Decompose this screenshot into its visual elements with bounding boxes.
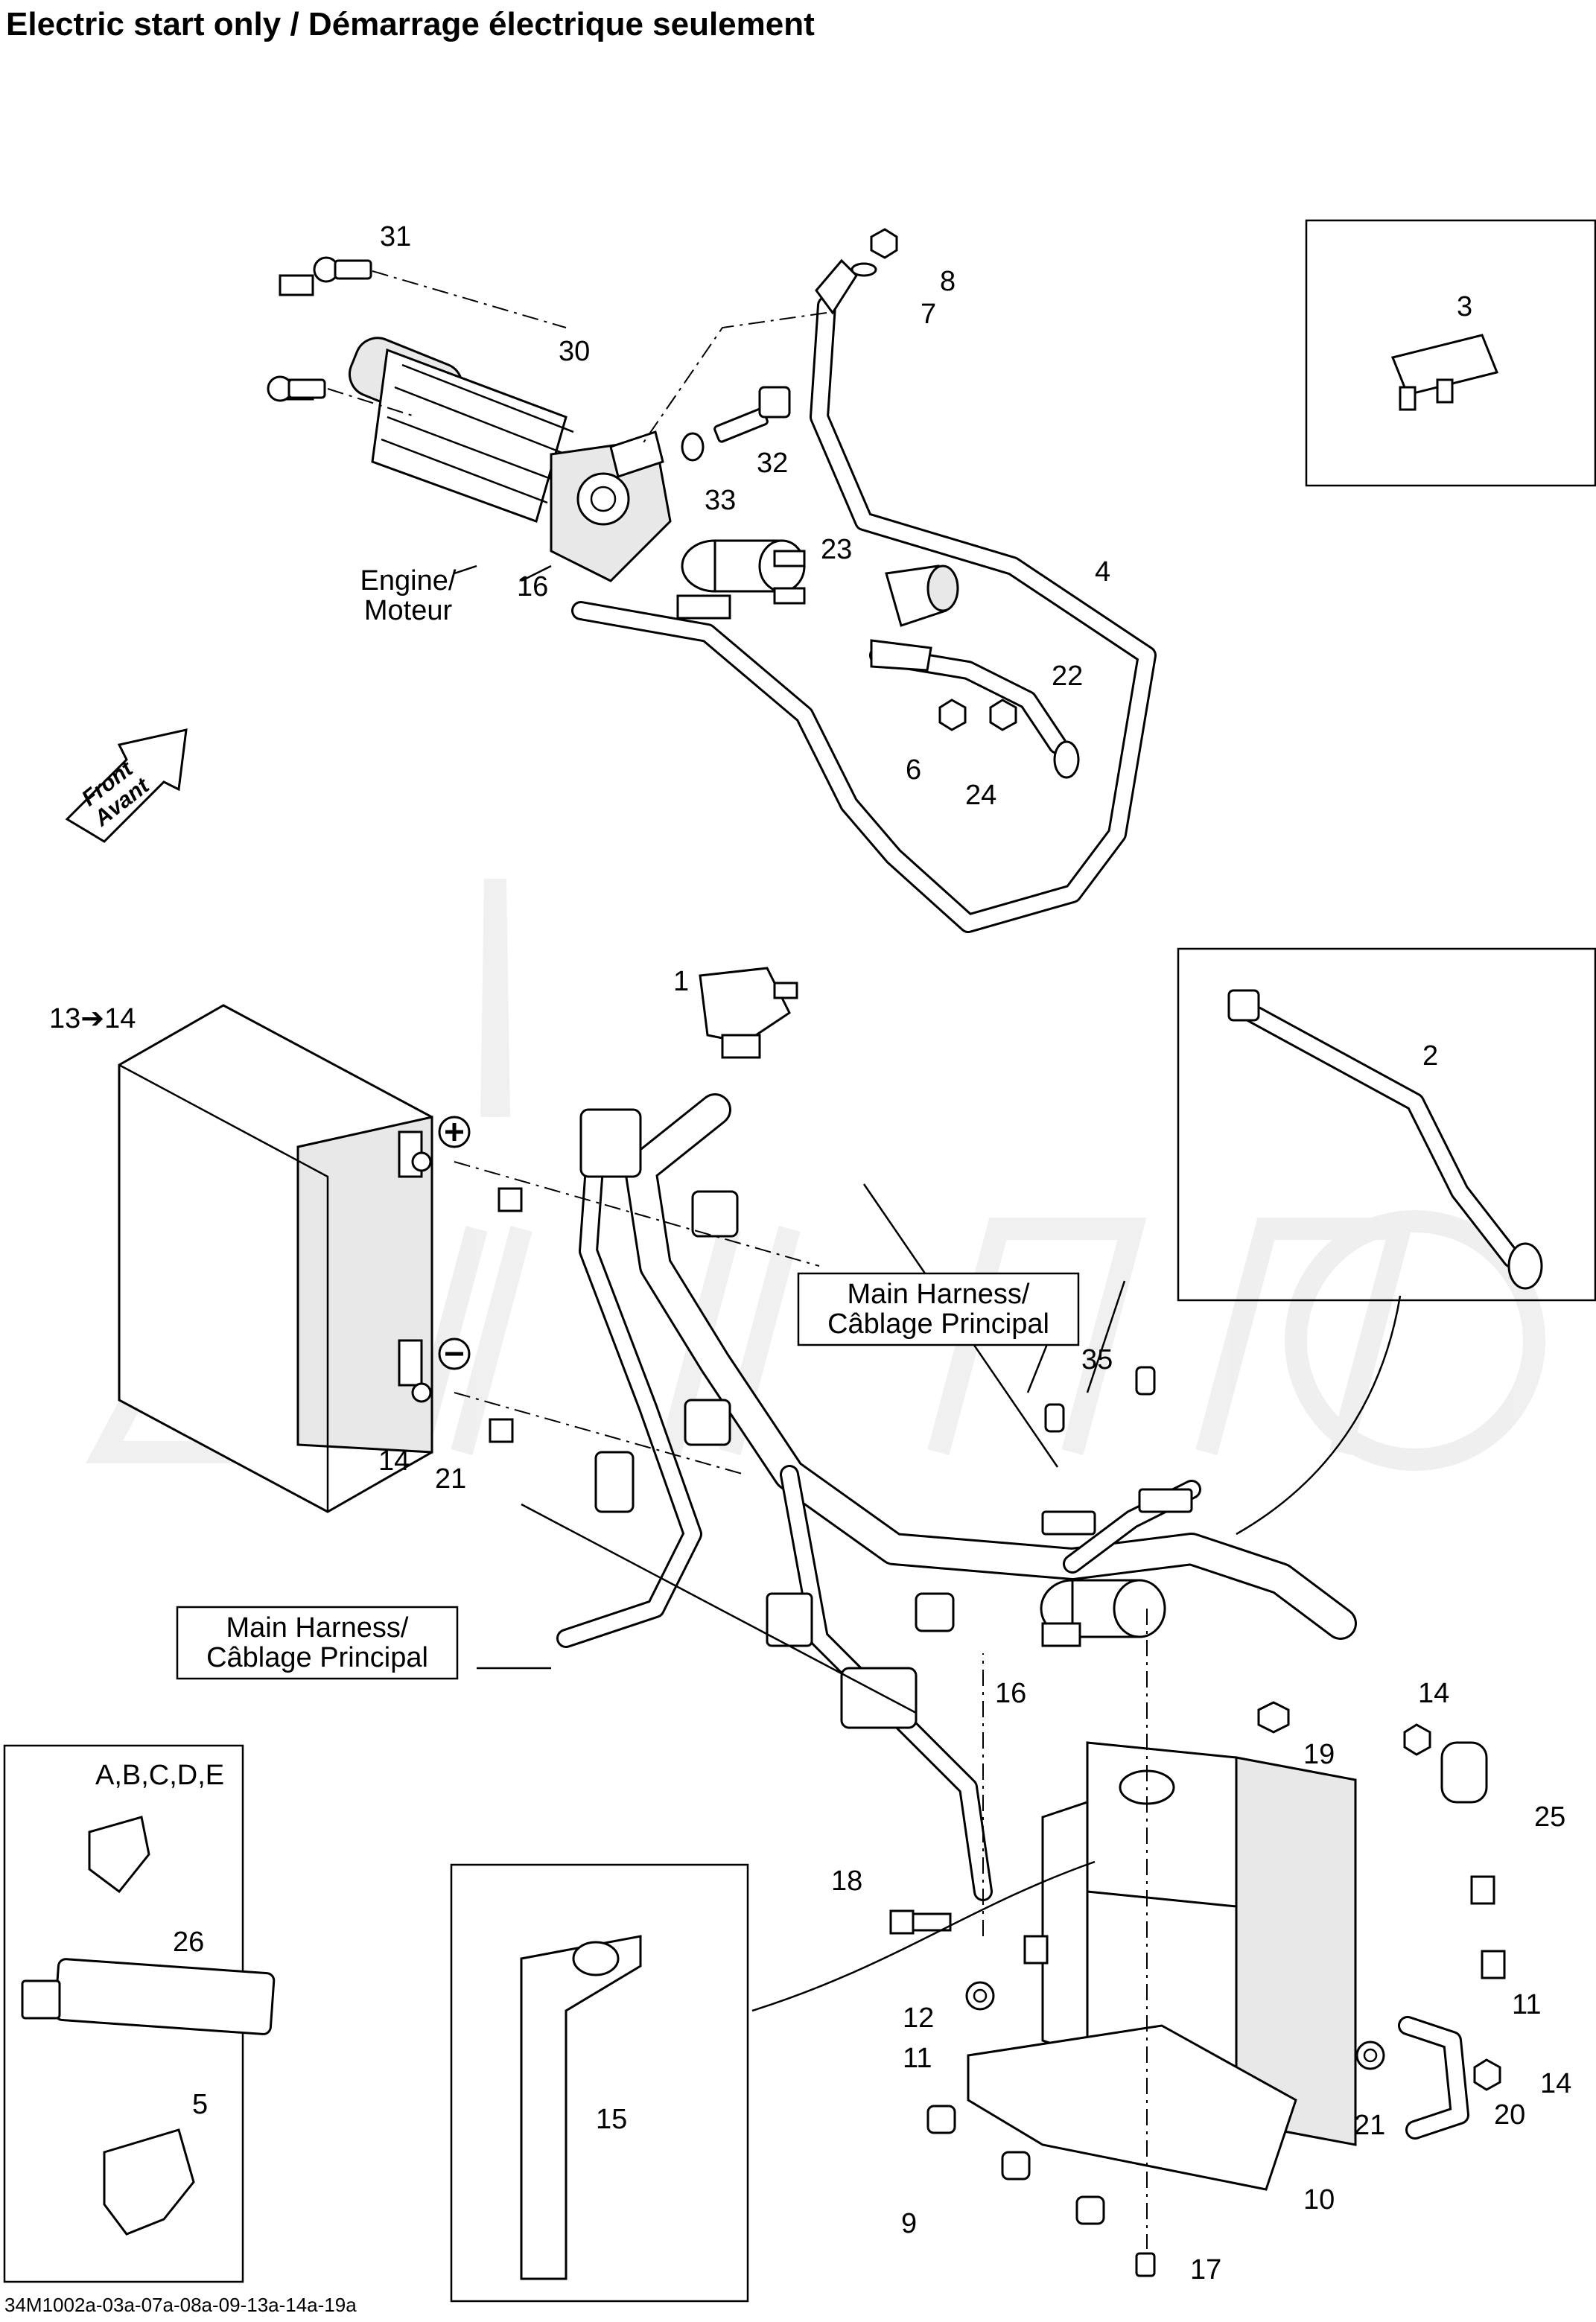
callout-26: 26 <box>173 1927 204 1958</box>
engine-label: Engine/Moteur <box>360 565 457 626</box>
callout-12: 12 <box>903 2003 934 2034</box>
bolt-31 <box>267 256 372 402</box>
minus-terminal-icon <box>438 1337 471 1370</box>
diagram-title: Electric start only / Démarrage électriq… <box>6 6 815 42</box>
bolt-32 <box>681 386 791 462</box>
callout-1: 1 <box>673 966 689 997</box>
callout-33: 33 <box>705 485 736 516</box>
diagram-code: 34M1002a-03a-07a-08a-09-13a-14a-19a <box>4 2294 357 2316</box>
cable-20 <box>1398 2016 1469 2140</box>
engine-label-text: Engine/Moteur <box>360 565 457 626</box>
callout-16: 16 <box>517 571 548 602</box>
fuse-holder-35 <box>1044 1366 1156 1433</box>
screw-17 <box>1135 2252 1156 2277</box>
callout-6: 6 <box>906 754 921 786</box>
battery-tray-10 <box>967 1741 1357 2191</box>
square-nut-21 <box>489 1187 523 1443</box>
callout-5: 5 <box>192 2089 208 2120</box>
callout-23: 23 <box>821 534 852 565</box>
callout-15: 15 <box>596 2104 627 2135</box>
grease-tube-26 <box>21 1958 276 2035</box>
vent-25 <box>1440 1741 1488 1804</box>
callout-9: 9 <box>901 2208 917 2239</box>
main-harness <box>556 1093 1357 1901</box>
callout-30: 30 <box>559 336 590 367</box>
callout-14b: 14 <box>1418 1678 1449 1709</box>
callout-18: 18 <box>831 1865 862 1897</box>
plus-terminal-icon <box>438 1116 471 1148</box>
callout-17: 17 <box>1190 2254 1221 2286</box>
callout-25: 25 <box>1534 1801 1565 1833</box>
bolt-18 <box>889 1909 952 1935</box>
inset-fuse-box <box>1305 219 1596 487</box>
star-washer-21 <box>1355 2041 1385 2070</box>
callout-21b: 21 <box>1354 2110 1385 2141</box>
callout-32: 32 <box>757 448 788 479</box>
tape-list-label: A,B,C,D,E <box>95 1760 224 1791</box>
callout-2: 2 <box>1422 1040 1438 1072</box>
callout-11b: 11 <box>1512 1989 1541 2020</box>
callout-35: 35 <box>1081 1344 1113 1375</box>
callout-19: 19 <box>1303 1739 1335 1770</box>
nut-19 <box>1257 1701 1290 1734</box>
nut-24 <box>989 699 1017 731</box>
bracket-15 <box>520 1935 642 2280</box>
nut-6 <box>938 699 967 731</box>
callout-7: 7 <box>921 299 936 330</box>
nut-14 <box>1403 1723 1501 2091</box>
inset-cable-box <box>1177 947 1596 1302</box>
callout-21: 21 <box>435 1463 466 1495</box>
starter-solenoid-16 <box>676 539 806 620</box>
grommet-9 <box>926 2105 1105 2225</box>
clip-5 <box>103 2128 195 2236</box>
main-harness-label-2: Main Harness/Câblage Principal <box>176 1606 459 1680</box>
relay-1 <box>699 967 798 1059</box>
callout-14c: 14 <box>1540 2068 1571 2099</box>
star-washer-12 <box>965 1981 995 2011</box>
callout-20: 20 <box>1494 2099 1525 2131</box>
nut-8 <box>851 228 898 277</box>
callout-3: 3 <box>1457 291 1472 322</box>
main-harness-label-2-text: Main Harness/Câblage Principal <box>206 1612 428 1673</box>
inset-bracket-box <box>450 1863 749 2303</box>
tie-clip-abcde <box>88 1816 150 1894</box>
cable-22 <box>869 639 1080 779</box>
fuse-3 <box>1390 334 1499 411</box>
starter-solenoid-16-lower <box>1040 1579 1166 1647</box>
cable-4 <box>571 258 1157 933</box>
callout-22: 22 <box>1052 661 1083 692</box>
callout-10: 10 <box>1303 2184 1335 2216</box>
callout-4: 4 <box>1095 556 1110 588</box>
callout-16b: 16 <box>995 1678 1026 1709</box>
bolt-11 <box>1023 1875 1506 1979</box>
callout-31: 31 <box>380 221 411 252</box>
main-harness-label-1: Main Harness/Câblage Principal <box>797 1272 1080 1346</box>
main-harness-label-1-text: Main Harness/Câblage Principal <box>827 1279 1049 1340</box>
boot-23 <box>885 564 959 627</box>
callout-11: 11 <box>903 2043 932 2074</box>
cable-2 <box>1227 989 1543 1290</box>
callouts: 31 30 8 7 32 33 3 23 4 16 22 6 24 1 2 14… <box>49 221 1571 2286</box>
front-arrow-icon <box>65 728 188 843</box>
battery-ref-label: 13➔14 <box>49 1003 136 1034</box>
starter-motor <box>279 274 672 582</box>
callout-24: 24 <box>965 780 996 811</box>
battery <box>118 1004 433 1513</box>
callout-14: 14 <box>378 1445 410 1477</box>
callout-8: 8 <box>940 266 956 297</box>
